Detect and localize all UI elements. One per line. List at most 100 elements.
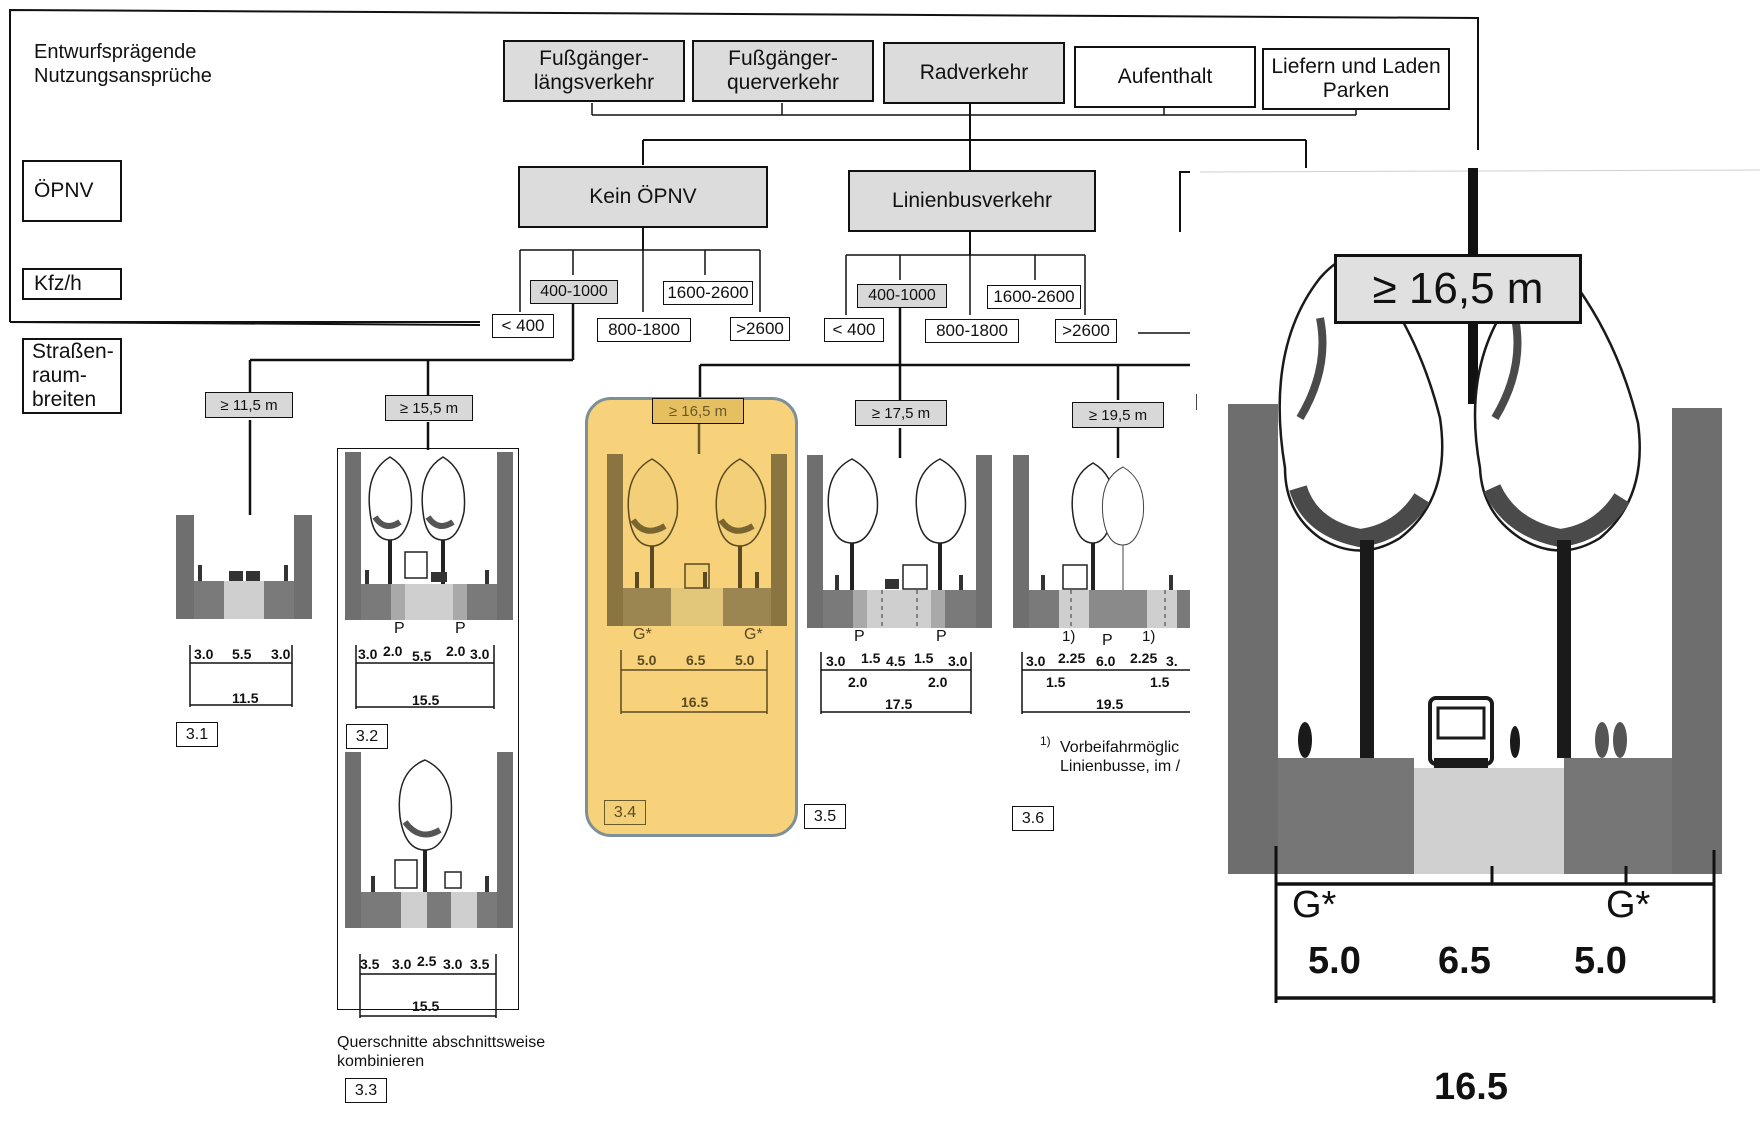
section-3-6-drawing bbox=[1013, 455, 1193, 628]
s36-dim-b0: 1.5 bbox=[1046, 674, 1066, 690]
s32-dim-lines bbox=[355, 645, 495, 709]
s36-dim-4: 3. bbox=[1166, 653, 1178, 669]
traffic-400-1000-right: 400-1000 bbox=[857, 284, 947, 308]
traffic-800-1800-right: 800-1800 bbox=[925, 319, 1019, 343]
s34-dim-1: 6.5 bbox=[686, 652, 706, 668]
s33-dim-2: 2.5 bbox=[417, 953, 437, 969]
oepnv-row-label: ÖPNV bbox=[22, 160, 122, 222]
s32-dim-3: 2.0 bbox=[446, 643, 466, 659]
s35-dim-4: 3.0 bbox=[948, 653, 968, 669]
s33-total: 15.5 bbox=[412, 998, 440, 1014]
s36-parking: P bbox=[1102, 632, 1113, 649]
s35-dim-1: 1.5 bbox=[861, 650, 881, 666]
s32-parking-left: P bbox=[394, 620, 405, 637]
s31-dim-lines bbox=[189, 645, 293, 707]
zoom-dim-1: 6.5 bbox=[1438, 940, 1491, 982]
s34-dim-lines bbox=[620, 650, 768, 714]
section-3-1-drawing bbox=[176, 515, 312, 619]
s35-dim-0: 3.0 bbox=[826, 653, 846, 669]
s34-g-right: G* bbox=[744, 626, 763, 643]
s36-fn-left: 1) bbox=[1062, 628, 1076, 645]
s32-dim-4: 3.0 bbox=[470, 646, 490, 662]
traffic-400-1000-left: 400-1000 bbox=[530, 280, 618, 304]
traffic-800-1800-left: 800-1800 bbox=[597, 318, 691, 342]
traffic-lt400-right: < 400 bbox=[824, 318, 884, 342]
s31-dim-0: 3.0 bbox=[194, 646, 214, 662]
s31-dim-1: 5.5 bbox=[232, 646, 252, 662]
width-row-label: Straßen- raum- breiten bbox=[22, 338, 122, 414]
s33-caption: Querschnitte abschnittsweise kombinieren bbox=[337, 1034, 546, 1070]
use-dwelling: Aufenthalt bbox=[1074, 46, 1256, 108]
zoom-g-left: G* bbox=[1292, 884, 1337, 926]
s32-total: 15.5 bbox=[412, 692, 440, 708]
width-19-5: ≥ 19,5 m bbox=[1072, 402, 1164, 428]
traffic-gt2600-right: >2600 bbox=[1055, 319, 1117, 343]
traffic-1600-2600-left: 1600-2600 bbox=[663, 281, 753, 305]
section-3-1-id: 3.1 bbox=[176, 722, 218, 747]
s33-dim-3: 3.0 bbox=[443, 956, 463, 972]
traffic-gt2600-left: >2600 bbox=[730, 317, 790, 341]
s35-dim-3: 1.5 bbox=[914, 650, 934, 666]
use-pedestrian-longitudinal: Fußgänger- längsverkehr bbox=[503, 40, 685, 102]
section-3-4-drawing bbox=[607, 454, 787, 626]
section-3-3-drawing bbox=[345, 752, 513, 928]
s36-dim-0: 3.0 bbox=[1026, 653, 1046, 669]
footnote-mark: 1) bbox=[1040, 734, 1051, 748]
s32-dim-0: 3.0 bbox=[358, 646, 378, 662]
section-3-5-drawing bbox=[807, 455, 992, 628]
zoom-width-label: ≥ 16,5 m bbox=[1334, 254, 1582, 324]
s35-parking-right: P bbox=[936, 628, 947, 645]
zoom-panel: ≥ 16,5 m G* G* 5.0 6.5 5.0 16.5 bbox=[1190, 168, 1760, 1123]
width-16-5: ≥ 16,5 m bbox=[652, 398, 744, 424]
s36-dim-2: 6.0 bbox=[1096, 653, 1116, 669]
section-3-4-id: 3.4 bbox=[604, 800, 646, 825]
s33-dim-4: 3.5 bbox=[470, 956, 490, 972]
s33-dim-0: 3.5 bbox=[360, 956, 380, 972]
zoom-g-right: G* bbox=[1606, 884, 1651, 926]
section-3-2-3-3-frame bbox=[337, 448, 519, 1010]
s35-parking-left: P bbox=[854, 628, 865, 645]
zoom-dim-0: 5.0 bbox=[1308, 940, 1361, 982]
s32-dim-2: 5.5 bbox=[412, 648, 432, 664]
section-3-3-id: 3.3 bbox=[345, 1078, 387, 1103]
width-11-5: ≥ 11,5 m bbox=[205, 392, 293, 418]
footnote-text: Vorbeifahrmöglic Linienbusse, im / bbox=[1060, 739, 1181, 775]
use-pedestrian-crossing: Fußgänger- querverkehr bbox=[692, 40, 874, 102]
zoom-total: 16.5 bbox=[1434, 1066, 1508, 1108]
s34-dim-0: 5.0 bbox=[637, 652, 657, 668]
s34-total: 16.5 bbox=[681, 694, 709, 710]
s31-total: 11.5 bbox=[232, 690, 259, 706]
s36-fn-right: 1) bbox=[1142, 628, 1156, 645]
s35-dim-b0: 2.0 bbox=[848, 674, 868, 690]
s33-dim-1: 3.0 bbox=[392, 956, 412, 972]
usage-row-label: Entwurfsprägende Nutzungsansprüche bbox=[34, 41, 212, 87]
s33-dim-lines bbox=[359, 954, 497, 1018]
section-3-2-drawing bbox=[345, 452, 513, 620]
s35-dim-lines bbox=[820, 652, 972, 714]
traffic-lt400-left: < 400 bbox=[492, 314, 554, 338]
s36-total: 19.5 bbox=[1096, 696, 1124, 712]
section-3-6-id: 3.6 bbox=[1012, 806, 1054, 831]
traffic-1600-2600-right: 1600-2600 bbox=[987, 285, 1081, 309]
use-loading-parking: Liefern und Laden Parken bbox=[1262, 48, 1450, 110]
s35-total: 17.5 bbox=[885, 696, 913, 712]
s32-dim-1: 2.0 bbox=[383, 643, 403, 659]
width-17-5: ≥ 17,5 m bbox=[855, 400, 947, 426]
s34-g-left: G* bbox=[633, 626, 652, 643]
s36-dim-3: 2.25 bbox=[1130, 650, 1158, 666]
section-3-5-id: 3.5 bbox=[804, 804, 846, 829]
section-3-2-id: 3.2 bbox=[346, 724, 388, 749]
s36-dim-b1: 1.5 bbox=[1150, 674, 1170, 690]
s36-dim-lines bbox=[1021, 652, 1200, 714]
s34-dim-2: 5.0 bbox=[735, 652, 755, 668]
s35-dim-2: 4.5 bbox=[886, 653, 906, 669]
oepnv-none: Kein ÖPNV bbox=[518, 166, 768, 228]
kfz-row-label: Kfz/h bbox=[22, 268, 122, 300]
s32-parking-right: P bbox=[455, 620, 466, 637]
use-cycling: Radverkehr bbox=[883, 42, 1065, 104]
s35-dim-b1: 2.0 bbox=[928, 674, 948, 690]
s31-dim-2: 3.0 bbox=[271, 646, 291, 662]
s34-connector bbox=[697, 424, 701, 454]
zoom-dim-2: 5.0 bbox=[1574, 940, 1627, 982]
